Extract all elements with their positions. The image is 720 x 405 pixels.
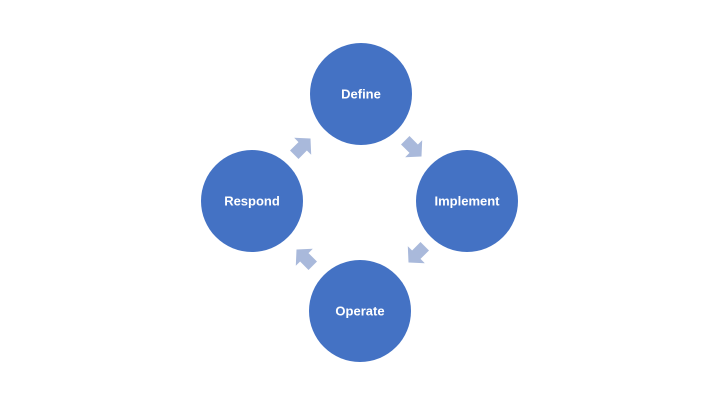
node-label: Respond xyxy=(224,194,280,209)
node-implement: Implement xyxy=(416,150,518,252)
node-circle xyxy=(310,43,412,145)
node-operate: Operate xyxy=(309,260,411,362)
arrow-define-to-implement xyxy=(401,136,423,158)
arrow-shape xyxy=(295,248,317,270)
node-respond: Respond xyxy=(201,150,303,252)
arrow-operate-to-respond xyxy=(295,248,317,270)
arrow-shape xyxy=(290,137,312,159)
node-circle xyxy=(201,150,303,252)
arrow-implement-to-operate xyxy=(407,242,429,264)
node-label: Operate xyxy=(335,304,384,319)
arrow-respond-to-define xyxy=(290,137,312,159)
node-label: Implement xyxy=(434,194,500,209)
node-label: Define xyxy=(341,87,381,102)
arrow-shape xyxy=(401,136,423,158)
node-define: Define xyxy=(310,43,412,145)
node-circle xyxy=(309,260,411,362)
node-circle xyxy=(416,150,518,252)
arrow-shape xyxy=(407,242,429,264)
